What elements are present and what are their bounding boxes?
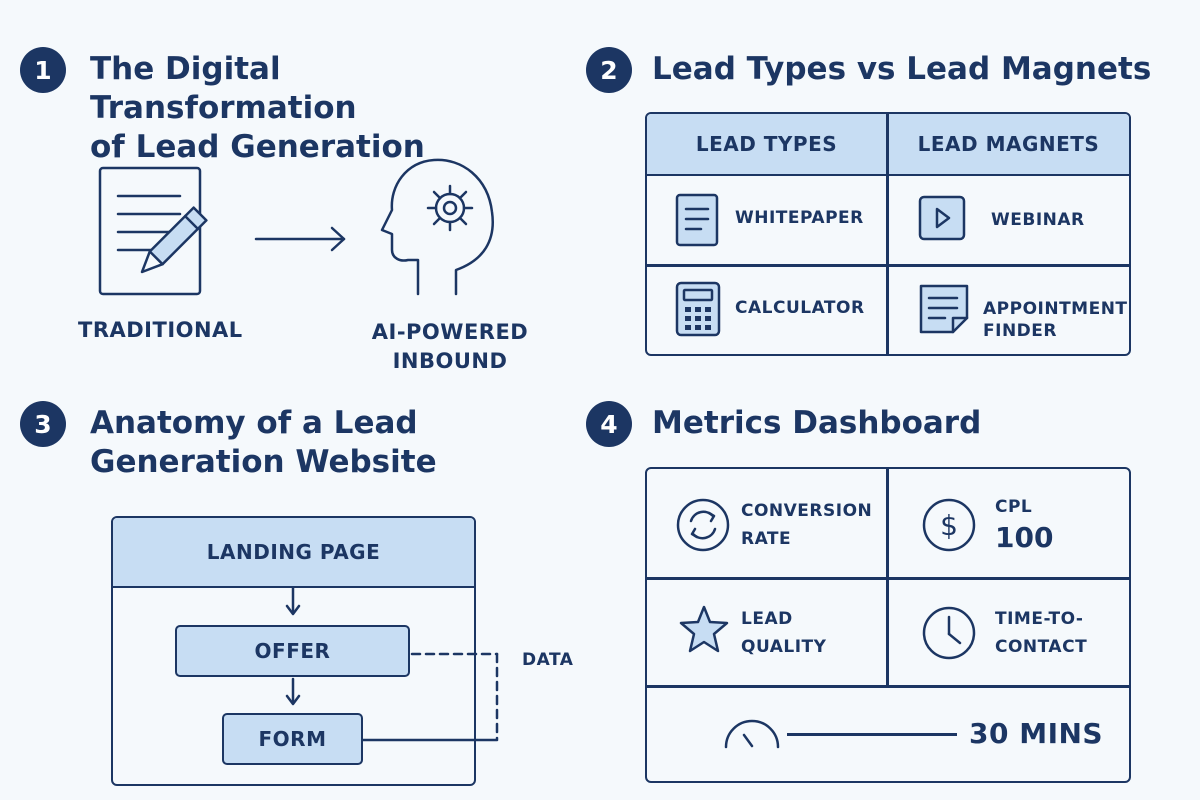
lead-item-appointment-line1: APPOINTMENT <box>983 299 1128 319</box>
time-bar-line <box>787 733 957 736</box>
lead-table-divider-horizontal <box>647 264 1129 267</box>
metric-time-line1: TIME-TO- <box>995 609 1084 629</box>
lead-magnets-header: LEAD MAGNETS <box>917 132 1100 156</box>
form-box: FORM <box>222 713 363 765</box>
section-3-number: 3 <box>20 401 66 447</box>
website-frame: LANDING PAGE <box>111 516 476 786</box>
metric-lead-quality-line1: LEAD <box>741 609 793 629</box>
lead-item-webinar: WEBINAR <box>991 210 1085 230</box>
metric-lead-quality: LEAD QUALITY <box>741 605 826 661</box>
lead-table: LEAD TYPES LEAD MAGNETS WHITEPAPER WEBIN… <box>645 112 1131 356</box>
metric-time-to-contact: TIME-TO- CONTACT <box>995 605 1087 661</box>
document-pencil-icon <box>98 166 208 296</box>
section-1-title: The Digital Transformation of Lead Gener… <box>90 50 550 167</box>
metric-cpl-value: 100 <box>995 521 1054 554</box>
note-icon <box>919 284 969 334</box>
metric-bottom-value: 30 MINS <box>969 717 1104 750</box>
metric-cpl-label: CPL <box>995 497 1033 517</box>
clock-icon <box>922 606 976 660</box>
metric-conversion-line1: CONVERSION <box>741 501 873 521</box>
refresh-circle-icon <box>676 498 730 552</box>
metric-time-line2: CONTACT <box>995 637 1088 657</box>
metrics-divider-horizontal-1 <box>647 577 1129 580</box>
section-1-title-line1: The Digital Transformation <box>90 51 357 126</box>
play-icon <box>918 195 966 241</box>
section-4-title: Metrics Dashboard <box>652 405 982 441</box>
lead-item-calculator: CALCULATOR <box>735 298 865 318</box>
metric-lead-quality-line2: QUALITY <box>741 637 827 657</box>
calculator-icon <box>675 281 721 337</box>
star-icon <box>679 605 729 653</box>
metrics-dashboard: CONVERSION RATE $ CPL 100 LEAD QUALITY T… <box>645 467 1131 783</box>
lead-item-appointment-line2: FINDER <box>983 321 1057 341</box>
data-label: DATA <box>522 650 574 670</box>
traditional-label: TRADITIONAL <box>78 318 243 342</box>
section-4-number: 4 <box>586 401 632 447</box>
ai-powered-label-line2: INBOUND <box>392 349 508 373</box>
section-1-number: 1 <box>20 47 66 93</box>
section-2-title: Lead Types vs Lead Magnets <box>652 51 1152 87</box>
metrics-divider-horizontal-2 <box>647 685 1129 688</box>
gauge-icon <box>724 719 780 749</box>
head-gear-icon <box>380 158 494 296</box>
lead-item-whitepaper: WHITEPAPER <box>735 208 864 228</box>
metric-conversion-line2: RATE <box>741 529 792 549</box>
metric-conversion-rate: CONVERSION RATE <box>741 497 872 553</box>
section-1-title-line2: of Lead Generation <box>90 129 425 165</box>
ai-powered-label: AI-POWERED INBOUND <box>350 318 550 376</box>
offer-box: OFFER <box>175 625 410 677</box>
lead-item-appointment-finder: APPOINTMENT FINDER <box>983 298 1128 342</box>
section-2-number: 2 <box>586 47 632 93</box>
section-3-title: Anatomy of a Lead Generation Website <box>90 404 550 482</box>
lead-types-header: LEAD TYPES <box>695 132 838 156</box>
section-3-title-line2: Generation Website <box>90 444 437 480</box>
landing-page-header: LANDING PAGE <box>113 518 474 588</box>
lead-table-divider-vertical <box>886 114 889 354</box>
section-3-title-line1: Anatomy of a Lead <box>90 405 418 441</box>
document-icon <box>675 193 719 247</box>
dollar-circle-icon: $ <box>922 498 976 552</box>
svg-text:$: $ <box>940 509 958 542</box>
ai-powered-label-line1: AI-POWERED <box>371 320 529 344</box>
right-arrow-icon <box>254 226 346 252</box>
